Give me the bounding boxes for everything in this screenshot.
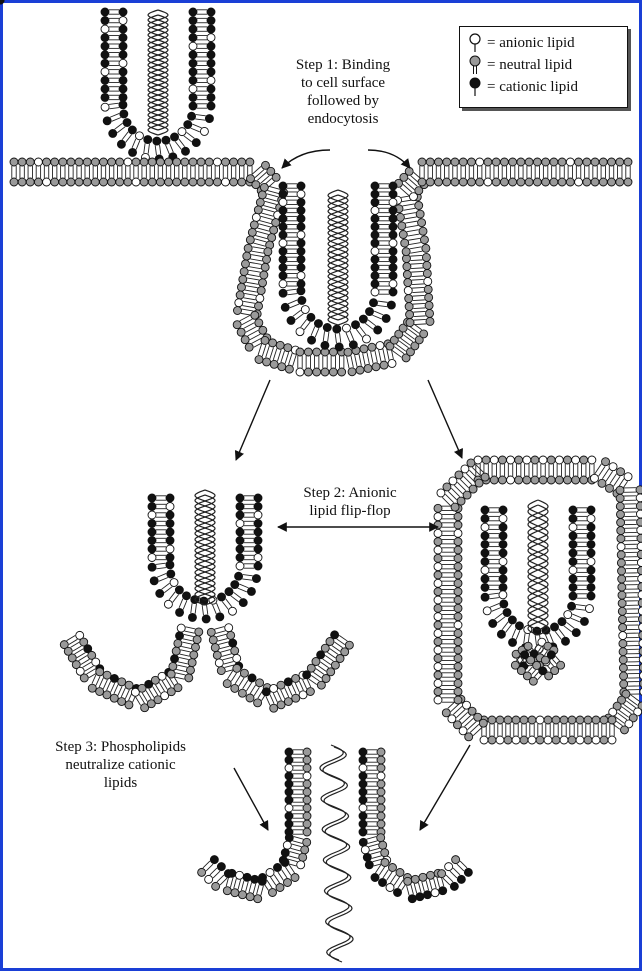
legend-item-anionic: = anionic lipid [468,33,575,53]
dna-helix-middle-right [528,500,548,635]
cationic-lipid-icon [468,77,482,97]
endosome-right [434,456,642,744]
released-complex-left [198,748,311,903]
legend-item-cationic: = cationic lipid [468,77,578,97]
arrow-step1-right [368,150,410,168]
step2-label: Step 2: Anionic lipid flip-flop [280,484,420,520]
endosome-fragment-left-b [207,624,353,712]
dna-helix-middle-left [195,490,215,605]
lipoplex-middle-left [0,0,262,623]
arrow-down-right [428,380,462,458]
released-dna-strand [320,745,353,962]
step3-label: Step 3: Phospholipids neutralize cationi… [28,738,213,792]
dna-helix-top-left [148,10,168,135]
endosome-fragment-left-a [60,624,203,712]
arrow-step1-left [282,150,330,168]
dna-helix-endocytosed [328,190,348,325]
neutral-lipid-icon [468,55,482,75]
lipoplex-top-left [0,0,215,163]
legend-label-neutral: = neutral lipid [487,57,572,74]
anionic-lipid-icon [468,33,482,53]
arrow-step3-right [420,745,470,830]
arrow-step3-left [234,768,268,830]
arrow-down-left [236,380,270,460]
legend-item-neutral: = neutral lipid [468,55,572,75]
legend-label-cationic: = cationic lipid [487,79,578,96]
step1-label: Step 1: Binding to cell surface followed… [268,56,418,128]
legend-label-anionic: = anionic lipid [487,35,575,52]
legend: = anionic lipid = neutral lipid = cation… [459,26,628,108]
